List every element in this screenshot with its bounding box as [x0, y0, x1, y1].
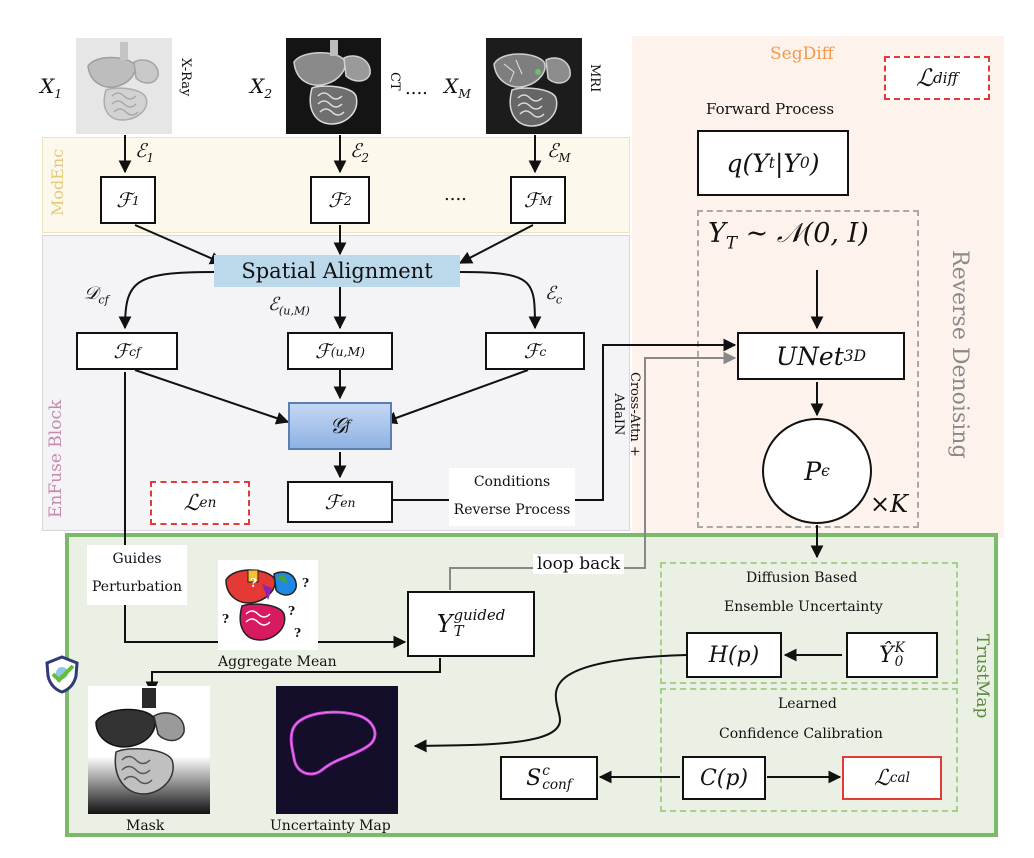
xray-organ-icon: [76, 38, 172, 134]
forward-process-label: Forward Process: [706, 100, 835, 118]
perturbed-organs-icon: [218, 560, 318, 650]
aggregate-mean-label: Aggregate Mean: [218, 654, 337, 670]
ct-thumbnail: [286, 38, 381, 134]
uncertainty-map-image: [276, 686, 398, 814]
feature-ellipsis: ....: [444, 184, 467, 205]
confidence-calibration-label: Confidence Calibration: [719, 726, 883, 742]
question-mark-4: ?: [288, 604, 296, 618]
modality-label-ct: CT: [387, 72, 402, 91]
input-label-x1: X1: [40, 74, 63, 101]
calibration-box: C(p): [682, 756, 766, 800]
encoder-label-2: ℰ2: [350, 140, 370, 165]
mask-organs-icon: [95, 688, 185, 795]
reverse-denoising-frame: [697, 210, 919, 528]
cross-attn-label: Cross-Attn + AdaIN: [611, 372, 642, 457]
input-label-xm: XM: [444, 74, 471, 101]
arrow-fc-gf: [383, 369, 529, 425]
prior-label: YT ∼ 𝒩(0, I): [708, 218, 869, 253]
encoder-label-1: ℰ1: [135, 140, 155, 165]
modality-label-xray: X-Ray: [178, 58, 193, 97]
mask-label: Mask: [126, 818, 165, 834]
ct-organ-icon: [286, 38, 381, 134]
xray-thumbnail: [76, 38, 172, 134]
question-mark-1: ?: [250, 576, 258, 590]
arrow-align-fcf: [118, 271, 216, 330]
input-label-x2: X2: [250, 74, 273, 101]
feature-box-fum: ℱ(u,M): [287, 332, 393, 370]
times-k-label: ×K: [870, 490, 909, 518]
arrow-conditions-unet: [575, 338, 737, 501]
learned-label: Learned: [778, 696, 837, 712]
arrow-guided-mask: [145, 658, 441, 695]
conditions-label: Conditions Reverse Process: [449, 468, 575, 526]
uncertainty-map-label: Uncertainty Map: [270, 818, 391, 834]
question-mark-3: ?: [222, 612, 230, 626]
branch-label-dcf: 𝒟cf: [84, 283, 109, 307]
calibration-frame: [660, 688, 958, 812]
branch-label-eum: ℰ(u,M): [268, 294, 310, 318]
question-mark-2: ?: [302, 576, 310, 590]
liver-outline-icon: [289, 710, 377, 776]
arrow-fm-align: [458, 224, 534, 264]
mask-image: [88, 686, 210, 814]
arrow-hp-uncertainty: [413, 654, 687, 753]
spatial-alignment-box: Spatial Alignment: [214, 255, 460, 287]
branch-label-ec: ℰc: [545, 283, 563, 307]
arrow-loop-back: [449, 351, 737, 590]
arrow-f1-align: [134, 224, 224, 265]
diffusion-based-label: Diffusion Based: [746, 570, 858, 586]
input-ellipsis: ....: [405, 78, 428, 99]
mri-organ-icon: [486, 38, 582, 134]
loop-back-label: loop back: [533, 554, 625, 574]
guides-perturbation-label: Guides Perturbation: [87, 545, 187, 605]
diffusion-uncertainty-frame: [660, 562, 958, 684]
trust-shield-icon: [42, 654, 82, 694]
mri-thumbnail: [486, 38, 582, 134]
entropy-box: H(p): [686, 632, 782, 678]
encoder-label-m: ℰM: [547, 140, 571, 165]
aggregate-organ-image: ? ? ? ? ?: [218, 560, 318, 650]
question-mark-5: ?: [294, 626, 302, 640]
arrow-align-fc: [459, 271, 542, 330]
ensemble-uncertainty-label: Ensemble Uncertainty: [724, 599, 883, 615]
modality-label-mri: MRI: [587, 64, 602, 93]
arrow-fcf-gf: [134, 369, 290, 425]
segdiff-title: SegDiff: [770, 44, 834, 64]
